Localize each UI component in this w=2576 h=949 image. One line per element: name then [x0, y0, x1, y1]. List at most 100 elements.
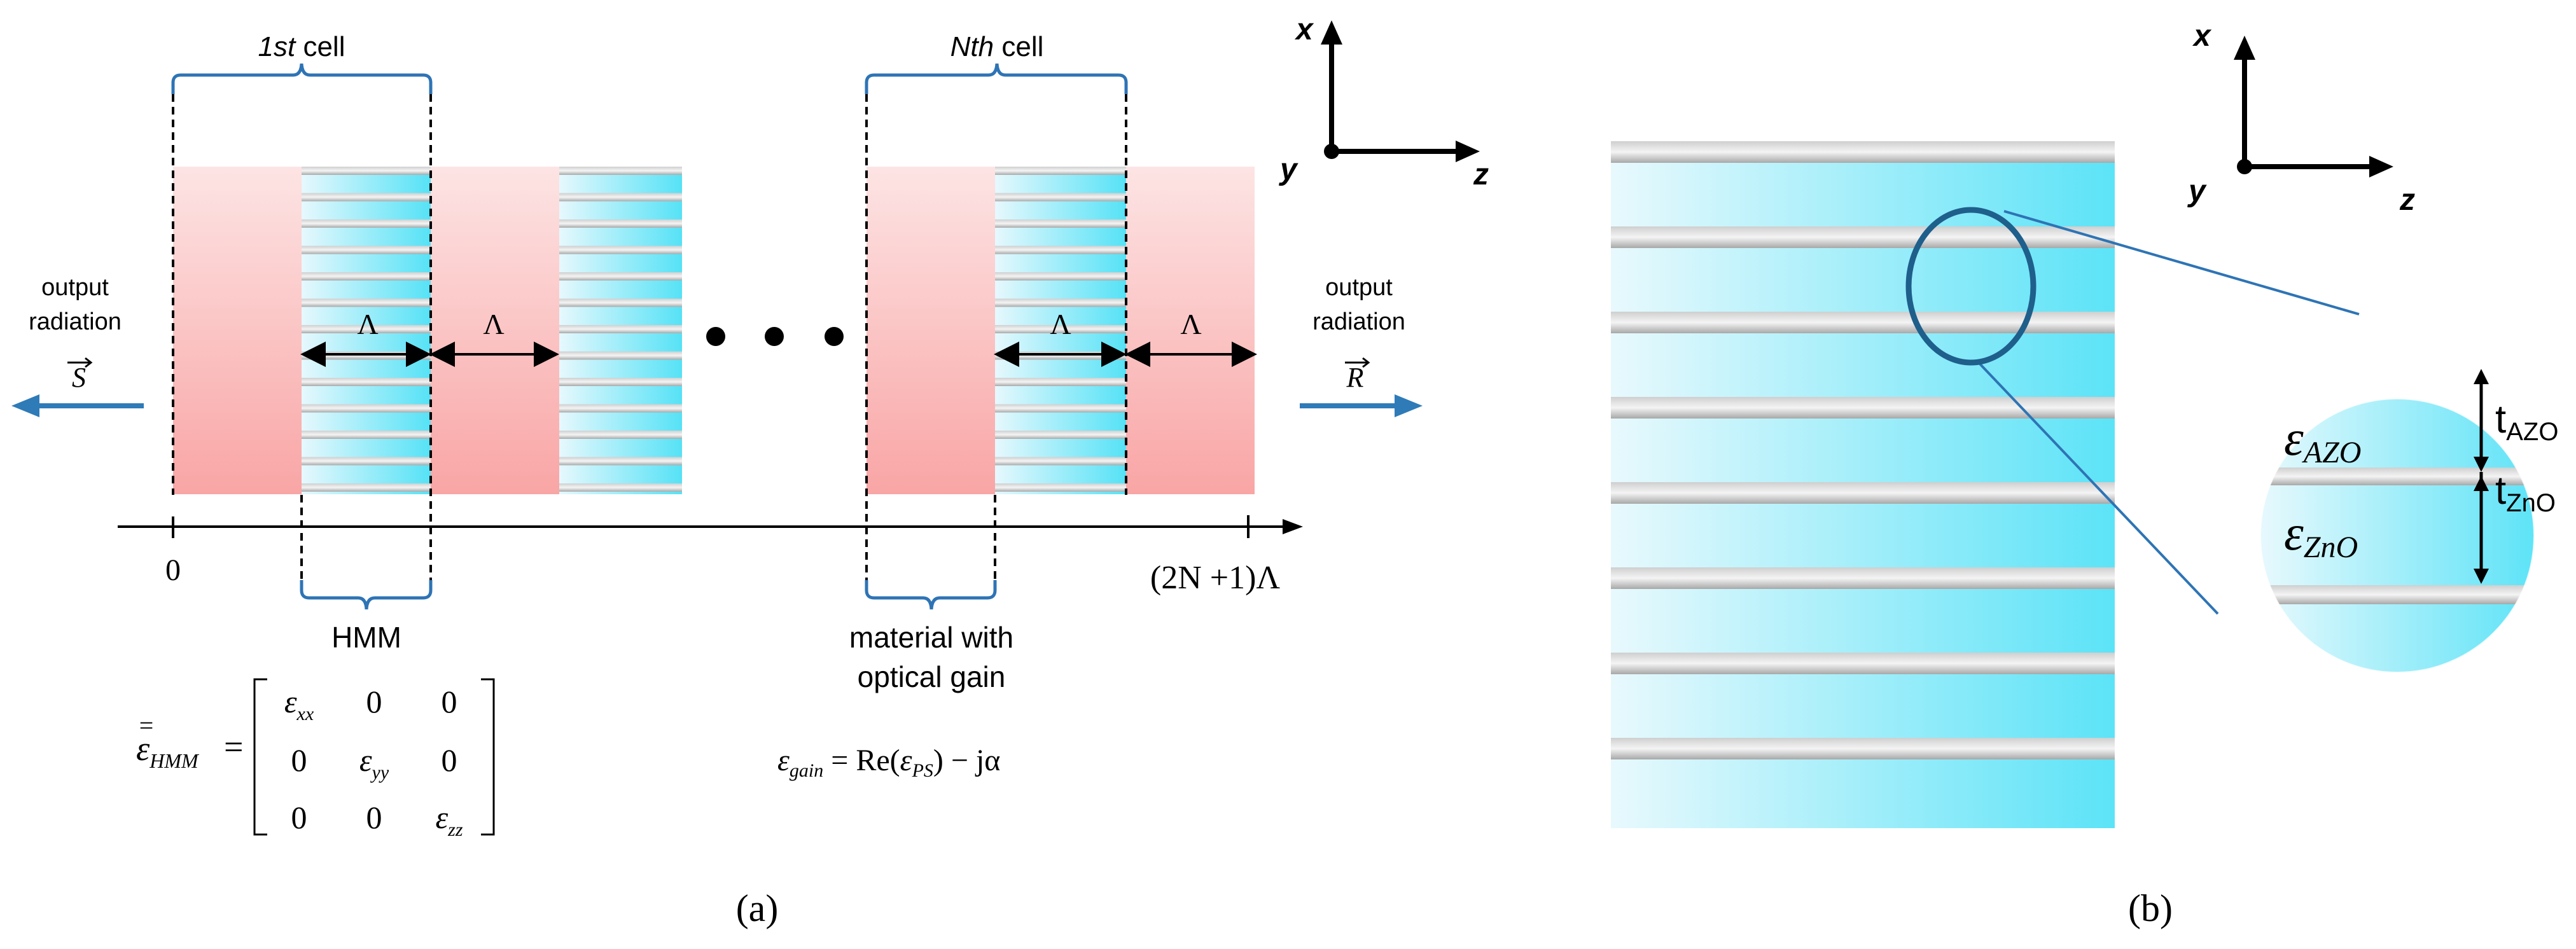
metal-layer — [995, 219, 1126, 228]
metal-layer — [995, 325, 1126, 333]
lambda-label-1: Λ — [357, 308, 378, 340]
metal-layer — [559, 325, 682, 333]
t-zno-label: tZnO — [2495, 469, 2556, 517]
brace-nth-cell — [865, 63, 1128, 94]
caption-a: (a) — [736, 887, 779, 929]
gain-layer-2 — [431, 167, 559, 494]
gain-label-line2: optical gain — [858, 660, 1006, 693]
metal-layer — [559, 378, 682, 386]
coordinate-axes-a: x y z — [1279, 13, 1489, 191]
zoom-line-bottom — [1977, 361, 2219, 615]
metal-layer — [302, 298, 431, 307]
metal-layer — [559, 298, 682, 307]
left-output-line2: radiation — [29, 308, 122, 335]
ellipsis-dot-1 — [706, 327, 725, 346]
eps-zno-label: εZnO — [2284, 505, 2358, 564]
gain-label-line1: material with — [849, 621, 1013, 654]
matrix-cell: εxx — [284, 684, 314, 724]
gain-layer-1 — [173, 167, 302, 494]
ellipsis-dot-3 — [825, 327, 844, 346]
panel-b: εAZO εZnO tAZO tZnO (b) — [1611, 141, 2558, 929]
magnified-inset — [2260, 399, 2534, 672]
metal-layer — [1611, 226, 2115, 248]
hmm-stack-2 — [559, 167, 682, 494]
metal-layer — [302, 219, 431, 228]
first-cell-label: 1st cell — [258, 31, 345, 62]
axis-x-label-b: x — [2192, 19, 2212, 53]
hmm-stack-1 — [302, 167, 431, 494]
axis-end-label: (2N +1)Λ — [1150, 560, 1281, 596]
right-output-line1: output — [1325, 274, 1393, 301]
hmm-stack-n — [995, 167, 1126, 494]
tensor-equals: = — [224, 728, 243, 766]
lambda-label-2: Λ — [483, 308, 504, 340]
tensor-lhs: εHMM — [136, 730, 200, 772]
metal-layer — [995, 193, 1126, 202]
eps-azo-label: εAZO — [2284, 410, 2361, 469]
metal-layer — [559, 431, 682, 439]
brace-gain — [865, 580, 997, 610]
metal-layer — [559, 404, 682, 413]
metal-layer — [995, 246, 1126, 254]
right-output-arrow — [1300, 394, 1423, 417]
metal-layer — [302, 404, 431, 413]
coordinate-axes-b: x y z — [2187, 19, 2415, 217]
metal-layer — [995, 167, 1126, 175]
metal-layer — [1611, 141, 2115, 163]
axis-y-label-a: y — [1279, 153, 1298, 186]
brace-first-cell — [171, 63, 433, 94]
right-vector-hat-icon — [1345, 357, 1370, 368]
z-position-axis — [118, 515, 1303, 538]
right-output-line2: radiation — [1312, 308, 1405, 335]
metal-layer — [302, 167, 431, 175]
metal-layer — [302, 483, 431, 492]
metal-layer — [1611, 567, 2115, 589]
axis-x-label-a: x — [1294, 13, 1314, 46]
metal-layer — [302, 457, 431, 466]
metal-layer — [559, 193, 682, 202]
metal-layer — [995, 298, 1126, 307]
axis-z-label-a: z — [1473, 158, 1489, 191]
left-vector-arrow-icon — [67, 357, 93, 368]
axis-start-label: 0 — [165, 553, 181, 587]
metal-layer — [559, 483, 682, 492]
lambda-label-4: Λ — [1180, 308, 1201, 340]
zoom-selection-circle — [1905, 207, 2036, 366]
metal-layer — [995, 378, 1126, 386]
matrix-cell: 0 — [442, 684, 457, 719]
hmm-multilayer-stack — [1611, 141, 2115, 828]
matrix-cell: 0 — [291, 742, 307, 778]
metal-layer — [1611, 397, 2115, 419]
gain-equation: εgain= Re(εPS) − jα — [777, 744, 1000, 781]
nth-cell-label: Nth cell — [950, 31, 1044, 62]
left-output-arrow — [11, 394, 144, 417]
metal-layer — [1611, 482, 2115, 504]
metal-layer — [302, 431, 431, 439]
axis-y-label-b: y — [2187, 174, 2207, 208]
caption-b: (b) — [2128, 887, 2173, 929]
left-output-line1: output — [41, 274, 109, 301]
matrix-cell: εyy — [359, 742, 389, 783]
right-output-vector: R — [1346, 362, 1364, 393]
axis-z-label-b: z — [2399, 183, 2415, 217]
matrix-cell: 0 — [366, 684, 382, 719]
matrix-cell: 0 — [366, 800, 382, 835]
left-output-vector: S — [72, 362, 86, 393]
brace-hmm — [300, 580, 433, 610]
metal-layer — [559, 351, 682, 360]
matrix-cell: 0 — [442, 742, 457, 778]
matrix-cell: εzz — [435, 800, 463, 840]
gain-layer-n — [867, 167, 995, 494]
metal-layer — [302, 378, 431, 386]
metal-layer — [1611, 312, 2115, 333]
metal-layer — [302, 246, 431, 254]
metal-layer — [995, 457, 1126, 466]
t-azo-label: tAZO — [2495, 398, 2558, 446]
metal-layer — [302, 325, 431, 333]
metal-layer — [995, 272, 1126, 281]
matrix-left-bracket — [253, 678, 267, 836]
